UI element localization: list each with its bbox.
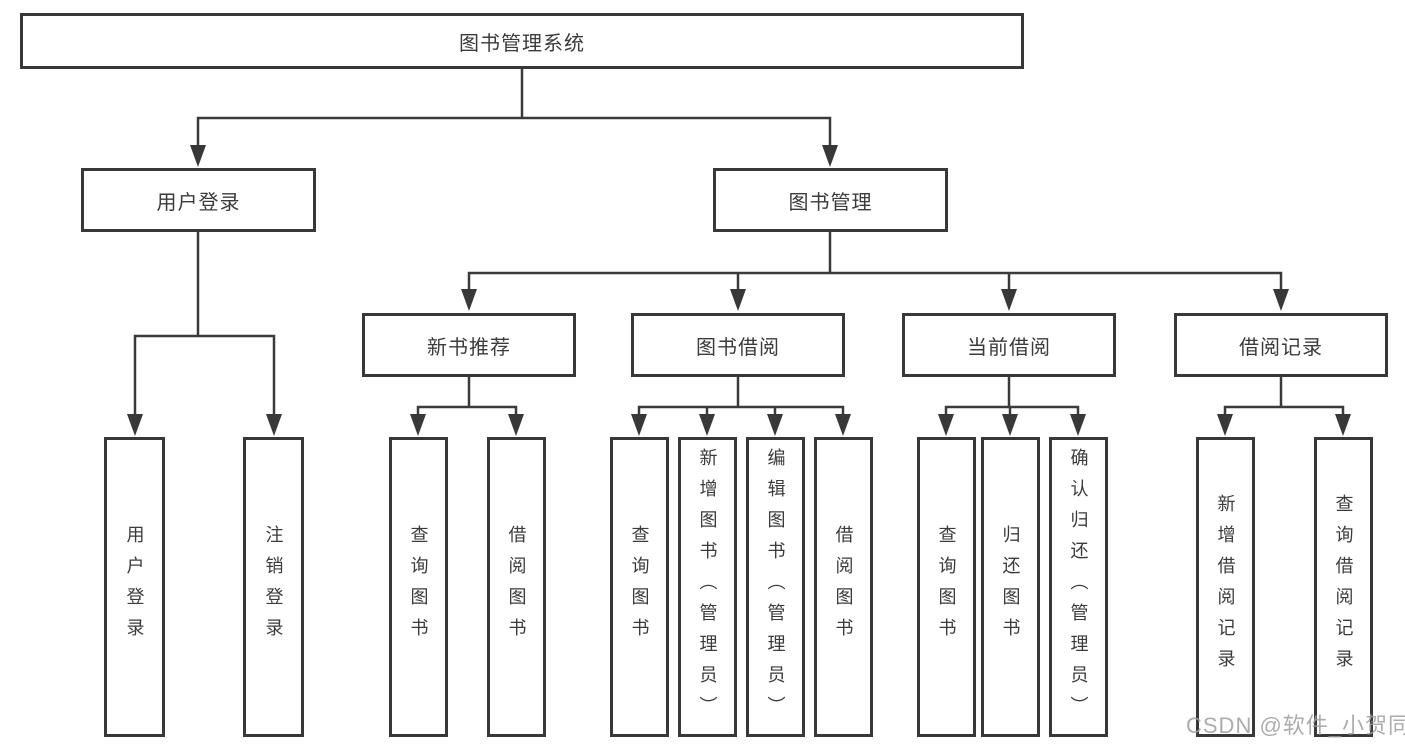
node-label: 确认归还（管理员） [1068, 447, 1089, 727]
node-current-borrowing: 当前借阅 [902, 313, 1116, 377]
node-new-book-recommend: 新书推荐 [362, 313, 576, 377]
node-label: 查询图书 [936, 525, 957, 649]
node-nb-borrow-books: 借阅图书 [487, 437, 546, 737]
node-label: 归还图书 [1000, 525, 1021, 649]
node-bb-query-books: 查询图书 [610, 437, 669, 737]
node-label: 借阅图书 [833, 525, 854, 649]
node-user-login-action: 用户登录 [104, 437, 165, 737]
node-root: 图书管理系统 [20, 13, 1024, 69]
csdn-watermark: CSDN @软件_小贺同学 [1186, 713, 1405, 738]
arrowheads [127, 145, 1351, 436]
node-borrowing-records: 借阅记录 [1174, 313, 1388, 377]
node-book-management: 图书管理 [713, 168, 948, 232]
node-bb-add-book-admin: 新增图书（管理员） [678, 437, 737, 737]
node-label: 借阅图书 [506, 525, 527, 649]
node-br-query-record: 查询借阅记录 [1314, 437, 1373, 737]
node-label: 编辑图书（管理员） [765, 447, 786, 727]
node-bb-borrow-books: 借阅图书 [814, 437, 873, 737]
node-label: 查询借阅记录 [1333, 494, 1354, 680]
node-label: 新增借阅记录 [1215, 494, 1236, 680]
node-nb-query-books: 查询图书 [389, 437, 448, 737]
tree-edges [133, 67, 1345, 418]
node-label: 查询图书 [629, 525, 650, 649]
node-book-borrowing: 图书借阅 [631, 313, 845, 377]
node-br-add-record: 新增借阅记录 [1196, 437, 1255, 737]
node-label: 新增图书（管理员） [697, 447, 718, 727]
node-cb-confirm-return-admin: 确认归还（管理员） [1049, 437, 1108, 737]
node-cb-return-books: 归还图书 [981, 437, 1040, 737]
node-label: 用户登录 [124, 525, 145, 649]
node-label: 查询图书 [408, 525, 429, 649]
node-logout-action: 注销登录 [243, 437, 304, 737]
node-cb-query-books: 查询图书 [917, 437, 976, 737]
node-user-login: 用户登录 [81, 168, 316, 232]
node-label: 注销登录 [263, 525, 284, 649]
node-bb-edit-book-admin: 编辑图书（管理员） [746, 437, 805, 737]
